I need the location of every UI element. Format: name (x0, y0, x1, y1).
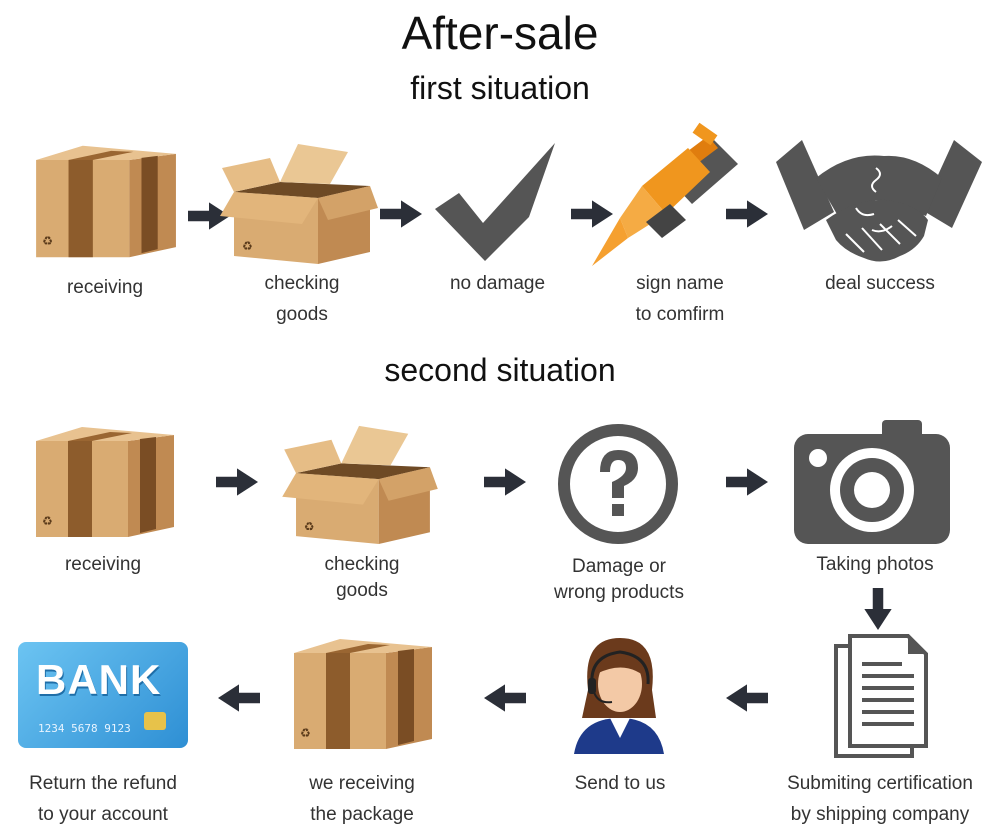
step-label: receiving (66, 277, 144, 298)
closed-box-icon (28, 423, 178, 543)
bank-card-brand: BANK (36, 656, 162, 703)
bank-card-number: 1234 5678 9123 (38, 722, 131, 735)
bank-card-icon: BANK 1234 5678 9123 (18, 642, 188, 748)
step-label: checking goods (324, 554, 400, 601)
arrow-left-icon (218, 684, 260, 712)
step-label: Submiting certification by shipping comp… (787, 773, 973, 825)
arrow-down-icon (864, 588, 892, 630)
second-situation-heading: second situation (384, 352, 616, 388)
step-label: Return the refund to your account (29, 773, 177, 825)
step-label: receiving (64, 554, 142, 575)
customer-service-icon (574, 638, 664, 754)
step-label: Taking photos (816, 554, 934, 575)
page-title: After-sale (401, 7, 599, 59)
closed-box-icon (28, 140, 180, 265)
arrow-right-icon (726, 200, 768, 228)
handshake-icon (776, 140, 982, 262)
arrow-right-icon (380, 200, 422, 228)
first-situation-heading: first situation (410, 70, 590, 106)
step-label: deal success (825, 273, 935, 294)
arrow-right-icon (726, 468, 768, 496)
arrow-left-icon (726, 684, 768, 712)
open-box-icon (220, 138, 380, 268)
closed-box-icon (286, 634, 436, 756)
question-icon (558, 424, 678, 544)
step-label: checking goods (264, 273, 340, 325)
document-icon (834, 634, 928, 758)
open-box-icon (280, 420, 442, 548)
chip-icon (144, 712, 166, 730)
step-label: we receiving the package (309, 773, 415, 825)
step-label: no damage (449, 273, 546, 294)
step-label: Damage or wrong products (554, 556, 684, 603)
arrow-right-icon (484, 468, 526, 496)
checkmark-icon (435, 143, 555, 261)
pen-icon (592, 122, 738, 266)
arrow-left-icon (484, 684, 526, 712)
arrow-right-icon (216, 468, 258, 496)
camera-icon (794, 420, 950, 544)
step-label: sign name to comfirm (635, 273, 725, 325)
step-label: Send to us (574, 773, 666, 794)
